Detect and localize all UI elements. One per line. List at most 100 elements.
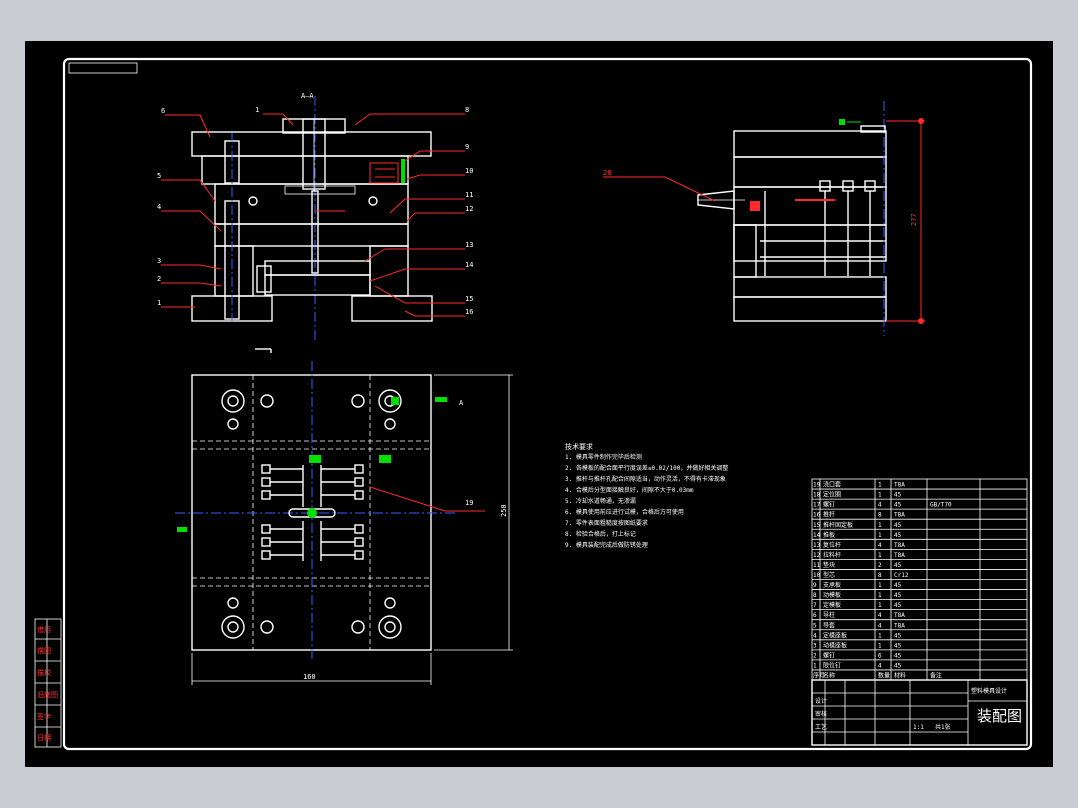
bom-cell-name: 复位杆 — [823, 541, 841, 549]
title-block: 塑料模具设计 装配图 设计 审核 工艺 1:1 共1张 — [811, 679, 1028, 746]
drawing-title: 装配图 — [977, 707, 1022, 725]
bom-cell-name: 拉料杆 — [823, 551, 841, 559]
bom-cell-qty: 4 — [878, 662, 882, 669]
bom-cell-no: 8 — [813, 592, 817, 599]
bom-cell-mat: Cr12 — [894, 572, 909, 579]
bom-cell-qty: 4 — [878, 612, 882, 619]
bom-cell-mat: 45 — [894, 602, 902, 609]
cad-viewport[interactable]: 借用 描图 描校 旧底图 签字 日期 A—A — [25, 41, 1053, 767]
callout: 11 — [465, 191, 473, 199]
bom-cell-qty: 4 — [878, 622, 882, 629]
callout: 3 — [157, 257, 161, 265]
bom-cell-no: 14 — [813, 532, 821, 539]
bom-cell-no: 9 — [813, 582, 817, 589]
bom-cell-mat: 45 — [894, 502, 902, 509]
section-label: A—A — [301, 92, 314, 100]
bom-cell-qty: 1 — [878, 602, 882, 609]
bom-cell-no: 6 — [813, 612, 817, 619]
bom-cell-name: 支承板 — [823, 581, 841, 589]
sheet-label: 塑料模具设计 — [971, 687, 1007, 695]
callout: 28 — [603, 169, 611, 177]
bom-cell-qty: 2 — [878, 562, 882, 569]
bom-cell-no: 12 — [813, 552, 821, 559]
bom-cell-qty: 1 — [878, 592, 882, 599]
callout: 9 — [465, 143, 469, 151]
bom-cell-name: 垫块 — [823, 561, 835, 569]
bom-cell-no: 5 — [813, 622, 817, 629]
bom-cell-mat: T8A — [894, 482, 905, 489]
tb-scale: 1:1 — [913, 724, 924, 731]
bom-cell-no: 16 — [813, 512, 821, 519]
callout: 12 — [465, 205, 473, 213]
front-section-view: A—A — [157, 92, 473, 353]
bom-cell-no: 7 — [813, 602, 817, 609]
callout: 16 — [465, 308, 473, 316]
strip-label: 旧底图 — [37, 690, 58, 699]
bom-cell-name: 限位钉 — [823, 661, 841, 669]
bom-header-no: 序号 — [813, 672, 825, 680]
bom-cell-no: 15 — [813, 522, 821, 529]
dim-width: 160 — [303, 673, 316, 681]
left-strip: 借用 描图 描校 旧底图 签字 日期 — [34, 618, 62, 748]
bom-cell-name: 定模座板 — [823, 631, 847, 639]
bom-cell-no: 11 — [813, 562, 821, 569]
bom-cell-name: 定位圈 — [823, 491, 841, 499]
bom-cell-qty: 4 — [878, 502, 882, 509]
tech-line: 2. 各模板的配合面平行度误差≤0.02/100，并做好相关调整 — [565, 464, 728, 472]
strip-label: 描校 — [37, 668, 51, 677]
bom-cell-mat: 45 — [894, 532, 902, 539]
bom-cell-mat: 45 — [894, 662, 902, 669]
tb-process: 工艺 — [815, 723, 827, 731]
callout: 10 — [465, 167, 473, 175]
bom-header-note: 备注 — [930, 672, 942, 680]
bom-cell-name: 型芯 — [823, 571, 835, 579]
bom-cell-no: 10 — [813, 572, 821, 579]
bom-cell-qty: 1 — [878, 552, 882, 559]
bom-header-mat: 材料 — [894, 672, 906, 680]
side-section-view: 277 28 — [603, 101, 925, 336]
bom-cell-name: 推杆 — [823, 511, 835, 519]
bom-header-qty: 数量 — [878, 672, 890, 680]
tech-line: 5. 冷却水道畅通，无渗漏 — [565, 497, 636, 505]
bom-cell-qty: 1 — [878, 532, 882, 539]
bom-cell-name: 螺钉 — [823, 501, 835, 509]
callout: 15 — [465, 295, 473, 303]
bom-cell-qty: 4 — [878, 542, 882, 549]
bom-cell-qty: 1 — [878, 492, 882, 499]
plan-label: A — [459, 399, 464, 407]
sheet-border — [62, 57, 1033, 751]
callout: 6 — [161, 107, 165, 115]
strip-label: 日期 — [37, 734, 51, 742]
bom-cell-mat: 45 — [894, 652, 902, 659]
bom-cell-name: 定模板 — [823, 601, 841, 609]
bom-cell-qty: 1 — [878, 582, 882, 589]
bom-cell-mat: 45 — [894, 522, 902, 529]
bom-cell-qty: 1 — [878, 642, 882, 649]
callout: 13 — [465, 241, 473, 249]
corner-box — [68, 62, 138, 74]
bom-cell-qty: 1 — [878, 522, 882, 529]
bom-cell-mat: T8A — [894, 542, 905, 549]
bom-cell-no: 18 — [813, 492, 821, 499]
bom-cell-no: 13 — [813, 542, 821, 549]
tech-line: 3. 推杆与推杆孔配合间隙适当，动作灵活，不得有卡滞现象 — [565, 475, 726, 483]
bom-header-name: 名称 — [823, 672, 835, 680]
callout: 5 — [157, 172, 161, 180]
bom-cell-note: GB/T70 — [930, 502, 952, 509]
tb-review: 审核 — [815, 710, 827, 718]
bom-cell-mat: T8A — [894, 512, 905, 519]
bom-cell-name: 导柱 — [823, 611, 835, 619]
strip-label: 签字 — [37, 712, 51, 721]
tech-line: 4. 合模后分型面接触良好，间隙不大于0.03mm — [565, 486, 694, 494]
bom-cell-qty: 8 — [878, 572, 882, 579]
bom-cell-mat: 45 — [894, 492, 902, 499]
bom-cell-name: 浇口套 — [823, 481, 841, 489]
callout: 14 — [465, 261, 473, 269]
bom-cell-name: 螺钉 — [823, 651, 835, 659]
bom-cell-mat: T8A — [894, 622, 905, 629]
callout: 1 — [255, 106, 259, 114]
drawing-canvas: 借用 描图 描校 旧底图 签字 日期 A—A — [34, 57, 1033, 751]
bom-cell-qty: 1 — [878, 482, 882, 489]
tb-sheet: 共1张 — [935, 723, 951, 731]
